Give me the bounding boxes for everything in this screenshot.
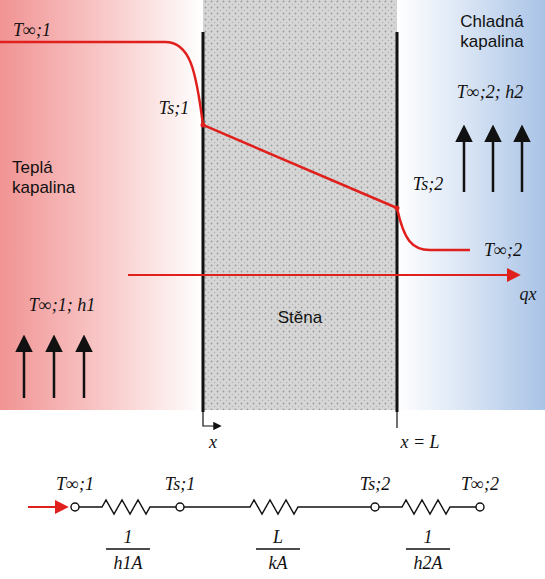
label-wrapper: T∞;1; h1: [29, 295, 95, 316]
label-wrapper: Ts;1: [159, 98, 189, 119]
label-wrapper: T∞;2: [484, 240, 522, 261]
fluid-parameters: T∞;2; h2: [457, 82, 523, 103]
cold-fluid-region: Chladná kapalina: [397, 0, 545, 410]
label-wrapper: Ts;2: [413, 174, 443, 195]
hot-fluid-ground: [0, 0, 203, 410]
node-temperature: Ts;1: [165, 474, 195, 495]
fraction-bar: [106, 548, 450, 549]
wall-surface: [202, 32, 205, 412]
cold-fluid-ground: [397, 0, 545, 410]
fluid-label: Teplá kapalina: [12, 158, 102, 199]
text-wrapper: Chladná kapalina: [460, 12, 523, 53]
heat-flux-label: qx: [520, 284, 537, 305]
node-temperature: T∞;1: [56, 474, 94, 495]
label-wrapper: T∞;2; h2: [457, 82, 523, 103]
flow-arrows: [464, 128, 522, 192]
flow-arrows: [24, 338, 84, 398]
text-wrapper: Stěna: [278, 308, 322, 328]
label-wrapper: x: [209, 432, 217, 453]
label-wrapper: h2A: [414, 553, 443, 574]
temperature-label: T∞;1: [13, 20, 51, 41]
label-wrapper: 1: [124, 527, 133, 548]
label-wrapper: qx: [520, 284, 537, 305]
label-wrapper: x = L: [400, 432, 439, 453]
wall-surface: [396, 32, 399, 412]
node-temperature: T∞;2: [461, 474, 499, 495]
fluid-parameters: T∞;1; h1: [29, 295, 95, 316]
label-wrapper: Ts;2: [360, 474, 390, 495]
resistance-numerator: 1: [424, 527, 433, 548]
wall-label: Stěna: [278, 308, 322, 328]
x-axis: [203, 412, 220, 426]
position-tick: [396, 412, 397, 428]
surface-point: [395, 206, 400, 211]
resistance-numerator: 1: [124, 527, 133, 548]
resistance-denominator: kA: [269, 553, 288, 574]
label-wrapper: h1A: [114, 553, 143, 574]
surface-point: [201, 123, 206, 128]
thermal-resistor: [79, 500, 476, 514]
temperature-profile: [0, 42, 470, 250]
position-label: x = L: [400, 432, 439, 453]
hot-fluid-region: Teplá kapalina: [0, 0, 203, 410]
heat-flow-arrow: [28, 506, 66, 508]
text-wrapper: Teplá kapalina: [12, 158, 102, 199]
label-wrapper: Ts;1: [165, 474, 195, 495]
label-wrapper: kA: [269, 553, 288, 574]
label-wrapper: L: [273, 527, 283, 548]
temperature-label: T∞;2: [484, 240, 522, 261]
resistance-denominator: h2A: [414, 553, 443, 574]
temperature-label: Ts;1: [159, 98, 189, 119]
heat-flux-arrow: [128, 274, 518, 276]
node-temperature: Ts;2: [360, 474, 390, 495]
label-wrapper: 1: [424, 527, 433, 548]
resistance-denominator: h1A: [114, 553, 143, 574]
wall-region: Stěna: [203, 0, 397, 410]
label-wrapper: T∞;1: [56, 474, 94, 495]
label-wrapper: T∞;2: [461, 474, 499, 495]
fluid-label: Chladná kapalina: [460, 12, 523, 53]
circuit-node: [71, 503, 484, 511]
resistance-numerator: L: [273, 527, 283, 548]
axis-label: x: [209, 432, 217, 453]
label-wrapper: T∞;1: [13, 20, 51, 41]
temperature-label: Ts;2: [413, 174, 443, 195]
wall-texture: [203, 0, 397, 410]
